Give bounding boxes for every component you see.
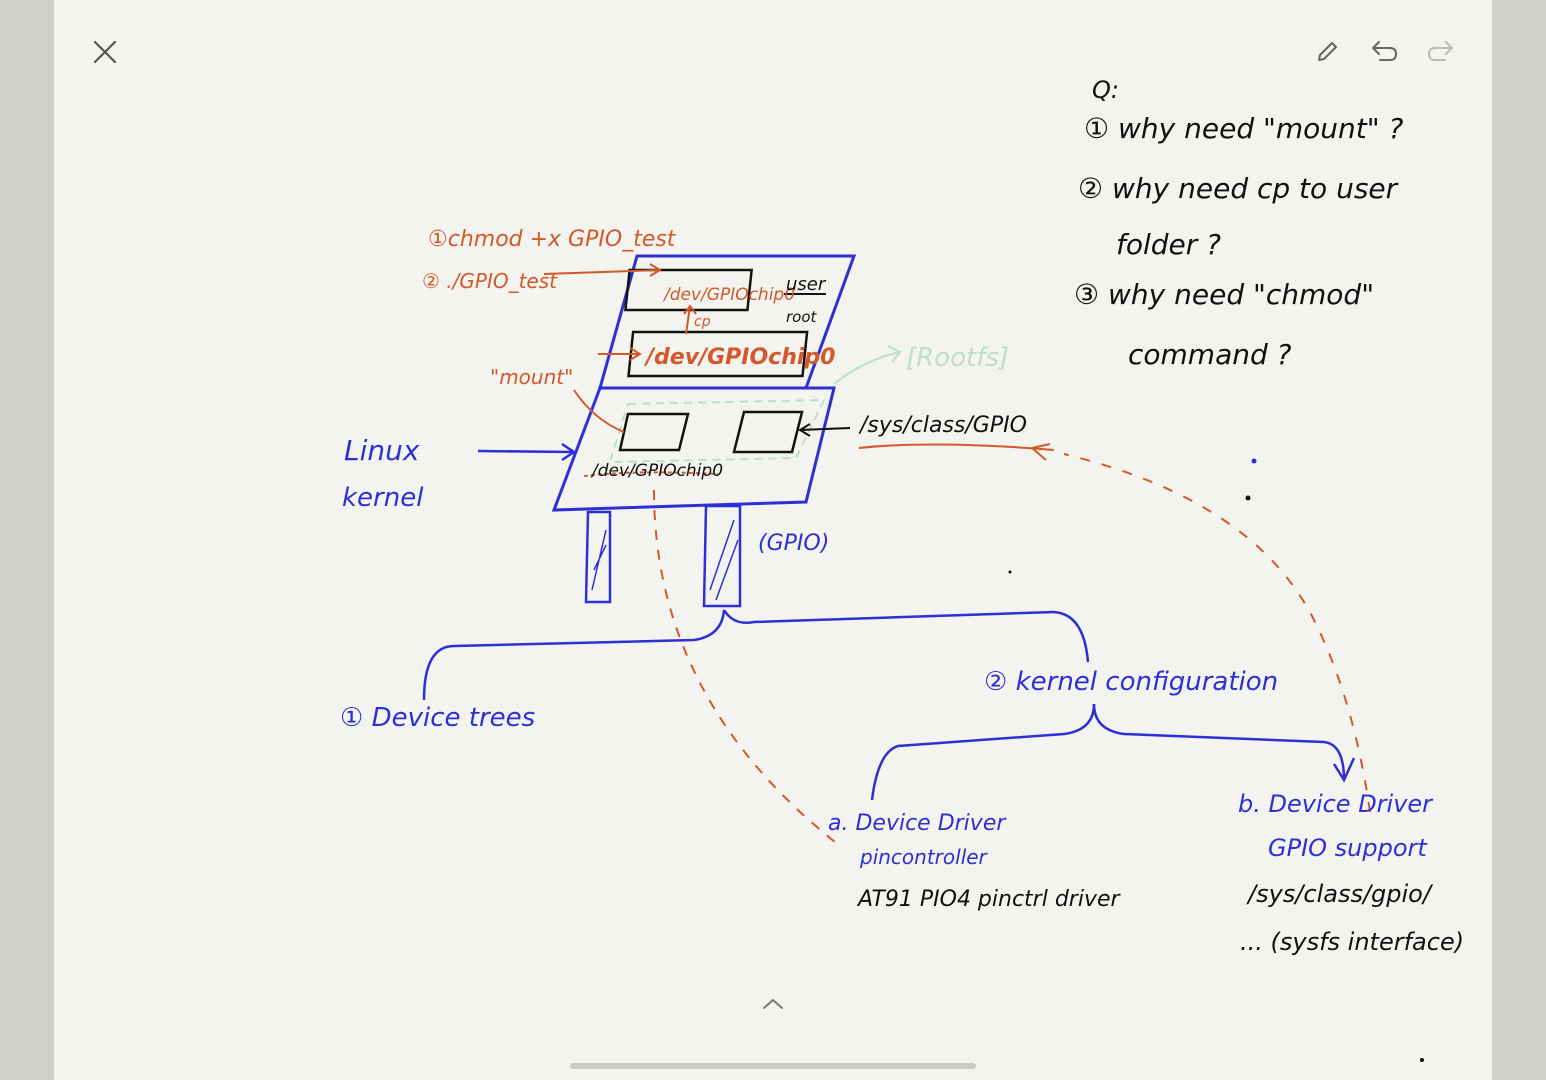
pencil-icon <box>1318 42 1337 61</box>
orange-connectors <box>543 263 1371 847</box>
blue-connectors <box>422 442 1356 801</box>
pencil-button[interactable] <box>1305 30 1349 74</box>
orange-cp: cp <box>694 314 711 330</box>
question-3-line1: ③ why need "chmod" <box>1074 278 1374 311</box>
close-icon <box>93 40 117 64</box>
orange-mount: "mount" <box>490 365 573 389</box>
user-gpiochip-label: /dev/GPIOchip0 <box>662 285 795 305</box>
root-label: root <box>786 308 818 326</box>
drawing-canvas[interactable]: Q: ① why need "mount" ? ② why need cp to… <box>54 0 1492 1080</box>
at91-driver-label: AT91 PIO4 pinctrl driver <box>856 887 1122 912</box>
option-b-line3: /sys/class/gpio/ <box>1246 880 1434 908</box>
option-a-line2: pincontroller <box>859 845 989 869</box>
kernel-label: kernel <box>342 483 424 513</box>
question-2-line2: folder ? <box>1116 228 1221 261</box>
user-label: user <box>786 274 827 295</box>
option-b-line4: ... (sysfs interface) <box>1240 928 1464 956</box>
questions-heading: Q: <box>1092 76 1119 104</box>
linux-label: Linux <box>344 434 420 467</box>
question-3-line2: command ? <box>1128 338 1292 371</box>
option-b-line2: GPIO support <box>1268 834 1428 862</box>
device-trees-label: ① Device trees <box>340 703 535 733</box>
home-indicator[interactable] <box>570 1063 976 1069</box>
expand-button[interactable] <box>751 982 795 1026</box>
orange-step2: ② ./GPIO_test <box>422 269 558 293</box>
black-connectors <box>784 293 851 437</box>
dev-gpiochip-label: /dev/GPIOchip0 <box>590 461 723 481</box>
redo-button[interactable] <box>1419 30 1463 74</box>
option-a-line1: a. Device Driver <box>828 811 1007 836</box>
kernel-configuration-label: ② kernel configuration <box>984 667 1278 697</box>
handwritten-diagram[interactable]: Q: ① why need "mount" ? ② why need cp to… <box>54 0 1492 1080</box>
root-gpiochip-label: /dev/GPIOchip0 <box>643 345 835 370</box>
question-2-line1: ② why need cp to user <box>1078 172 1399 205</box>
close-button[interactable] <box>83 30 127 74</box>
chevron-up-icon <box>763 999 783 1009</box>
gpio-pin-label: (GPIO) <box>758 531 829 556</box>
rootfs-label: [Rootfs] <box>906 343 1009 373</box>
orange-step1: ①chmod +x GPIO_test <box>428 227 677 252</box>
redo-icon <box>1427 41 1453 61</box>
undo-button[interactable] <box>1362 30 1406 74</box>
undo-icon <box>1372 41 1398 61</box>
green-connectors <box>833 345 902 385</box>
ink-dots <box>1008 458 1424 1062</box>
question-1: ① why need "mount" ? <box>1084 112 1404 145</box>
option-b-line1: b. Device Driver <box>1238 790 1434 818</box>
sys-class-gpio-label: /sys/class/GPIO <box>858 413 1027 438</box>
